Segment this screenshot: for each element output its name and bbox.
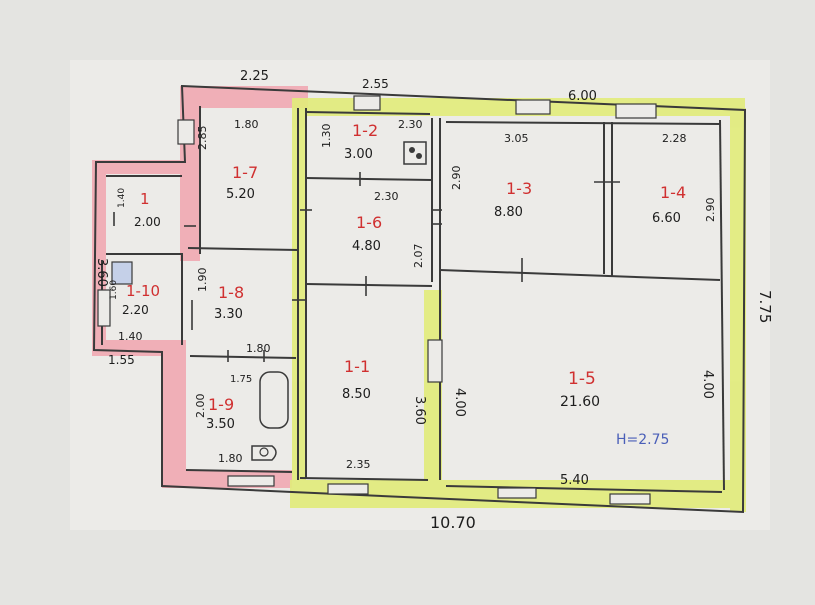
room-id: 1-9 bbox=[208, 395, 234, 414]
room-id: 1-4 bbox=[660, 183, 686, 202]
room-area: 3.30 bbox=[214, 307, 243, 322]
room-id: 1-2 bbox=[352, 121, 378, 140]
window bbox=[427, 339, 443, 383]
burner-icon bbox=[409, 147, 415, 153]
room-id: 1 bbox=[140, 190, 150, 208]
room-id: 1-1 bbox=[344, 357, 370, 376]
overall-bottom-dim: 10.70 bbox=[430, 513, 476, 532]
windows bbox=[97, 95, 657, 505]
overall-top-left-dim: 2.25 bbox=[240, 69, 269, 84]
overall-top-mid-dim: 2.55 bbox=[362, 77, 389, 91]
room-height-dim: 2.90 bbox=[450, 166, 463, 191]
room-height-dim: 4.00 bbox=[700, 370, 715, 399]
room-id: 1-7 bbox=[232, 163, 258, 182]
room-width-dim: 1.40 bbox=[118, 330, 143, 343]
room-height-dim: 1.90 bbox=[196, 268, 209, 293]
overall-right-dim: 7.75 bbox=[756, 290, 774, 323]
room-dimensions: 1.80 2.85 2.30 1.30 3.05 2.90 2.28 2.90 … bbox=[109, 118, 717, 488]
room-id: 1-8 bbox=[218, 283, 244, 302]
window bbox=[327, 483, 369, 495]
room-height-dim: 2.85 bbox=[196, 126, 209, 151]
room-id: 1-10 bbox=[126, 282, 160, 300]
room-id: 1-5 bbox=[568, 369, 596, 389]
stove-icon bbox=[403, 141, 427, 165]
room-height-dim: 3.60 bbox=[412, 396, 427, 425]
sink-icon bbox=[111, 261, 133, 285]
room-width-dim: 1.75 bbox=[230, 374, 252, 385]
room-labels: 1-2 3.00 1-7 5.20 1-3 8.80 1-4 6.60 1-6 … bbox=[122, 121, 686, 432]
room-height-dim: 1.40 bbox=[117, 188, 127, 208]
room-area: 3.50 bbox=[206, 417, 235, 432]
window bbox=[227, 475, 275, 487]
room-area: 3.00 bbox=[344, 147, 373, 162]
room-height-dim: 4.00 bbox=[452, 388, 467, 417]
window bbox=[609, 493, 651, 505]
room-width-dim: 5.40 bbox=[560, 473, 589, 488]
door-marks bbox=[113, 172, 620, 362]
room-height-dim: 1.60 bbox=[109, 280, 119, 300]
toilet-bowl-icon bbox=[259, 447, 269, 457]
room-width-dim: 2.30 bbox=[374, 190, 399, 203]
room-height-dim: 2.07 bbox=[412, 244, 425, 269]
room-width-dim: 2.35 bbox=[346, 458, 371, 471]
window bbox=[97, 289, 111, 327]
overall-top-right-dim: 6.00 bbox=[568, 89, 597, 104]
room-id: 1-6 bbox=[356, 213, 382, 232]
room-area: 8.80 bbox=[494, 205, 523, 220]
window bbox=[177, 119, 195, 145]
room-width-dim: 1.80 bbox=[218, 452, 243, 465]
overall-left-dim: 3.60 bbox=[94, 258, 109, 287]
burner-icon bbox=[416, 153, 422, 159]
window bbox=[615, 103, 657, 119]
room-area: 8.50 bbox=[342, 387, 371, 402]
room-area: 21.60 bbox=[560, 394, 600, 410]
porch-bottom-dim: 1.55 bbox=[108, 353, 135, 367]
ceiling-height-note: H=2.75 bbox=[616, 432, 669, 448]
room-area: 2.20 bbox=[122, 303, 149, 317]
room-area: 2.00 bbox=[134, 215, 161, 229]
room-height-dim: 2.00 bbox=[194, 394, 207, 419]
toilet-icon bbox=[251, 445, 277, 461]
room-width-dim: 1.80 bbox=[234, 118, 259, 131]
room-area: 5.20 bbox=[226, 187, 255, 202]
room-height-dim: 2.90 bbox=[704, 198, 717, 223]
bathtub-icon bbox=[259, 371, 289, 429]
window bbox=[515, 99, 551, 115]
room-width-dim: 2.28 bbox=[662, 132, 687, 145]
room-width-dim: 2.30 bbox=[398, 118, 423, 131]
room-width-dim: 3.05 bbox=[504, 132, 529, 145]
room-area: 4.80 bbox=[352, 239, 381, 254]
room-width-dim: 1.80 bbox=[246, 342, 271, 355]
wall-lines bbox=[92, 84, 747, 514]
window bbox=[497, 487, 537, 499]
room-area: 6.60 bbox=[652, 211, 681, 226]
room-height-dim: 1.30 bbox=[320, 124, 333, 149]
window bbox=[353, 95, 381, 111]
room-id: 1-3 bbox=[506, 179, 532, 198]
